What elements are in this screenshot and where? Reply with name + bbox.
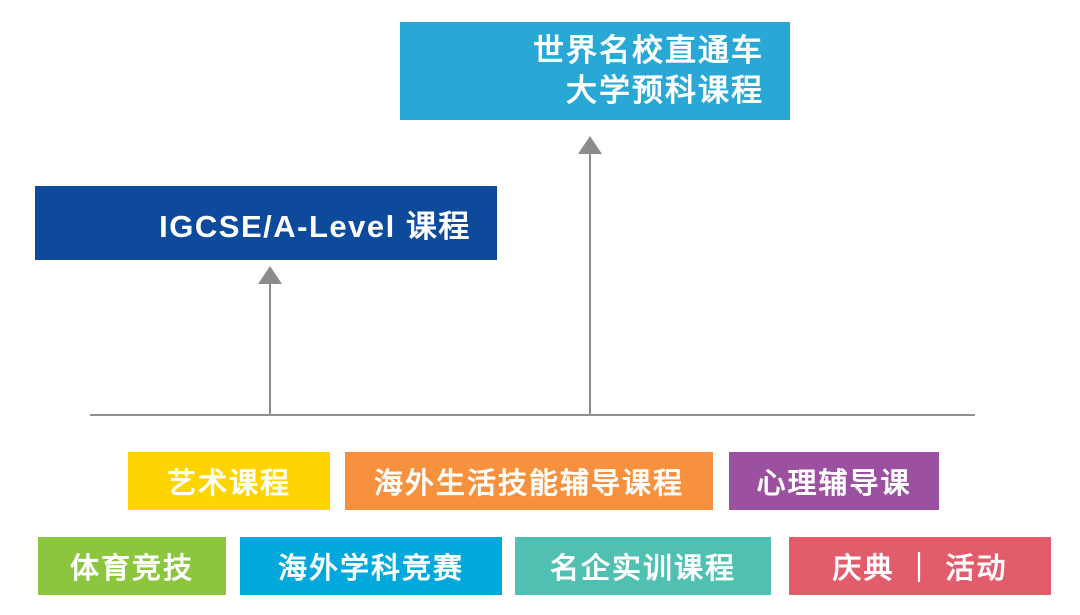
arrow-line-left bbox=[269, 283, 271, 414]
art-course-box: 艺术课程 bbox=[128, 452, 330, 510]
arrow-line-right bbox=[589, 153, 591, 414]
overseas-subject-contest-label: 海外学科竞赛 bbox=[277, 553, 464, 585]
university-foundation-line2: 大学预科课程 bbox=[566, 73, 764, 108]
baseline-divider bbox=[90, 414, 975, 416]
arrow-up-icon bbox=[258, 266, 282, 284]
sports-competition-box: 体育竞技 bbox=[38, 537, 226, 595]
enterprise-training-box: 名企实训课程 bbox=[515, 537, 771, 595]
sports-competition-label: 体育竞技 bbox=[69, 553, 194, 585]
university-foundation-line1: 世界名校直通车 bbox=[533, 33, 764, 68]
celebration-activity-label: 庆典 ｜ 活动 bbox=[832, 553, 1008, 585]
overseas-life-skills-label: 海外生活技能辅导课程 bbox=[373, 468, 684, 500]
enterprise-training-label: 名企实训课程 bbox=[549, 553, 736, 585]
overseas-subject-contest-box: 海外学科竞赛 bbox=[240, 537, 502, 595]
psychological-counseling-label: 心理辅导课 bbox=[756, 468, 912, 500]
igcse-alevel-label: IGCSE/A-Level 课程 bbox=[159, 208, 471, 244]
psychological-counseling-box: 心理辅导课 bbox=[729, 452, 939, 510]
overseas-life-skills-box: 海外生活技能辅导课程 bbox=[345, 452, 713, 510]
art-course-label: 艺术课程 bbox=[166, 468, 291, 500]
celebration-activity-box: 庆典 ｜ 活动 bbox=[789, 537, 1051, 595]
arrow-up-icon bbox=[578, 136, 602, 154]
igcse-alevel-box: IGCSE/A-Level 课程 bbox=[35, 186, 497, 260]
university-foundation-box: 世界名校直通车 大学预科课程 bbox=[400, 22, 790, 120]
